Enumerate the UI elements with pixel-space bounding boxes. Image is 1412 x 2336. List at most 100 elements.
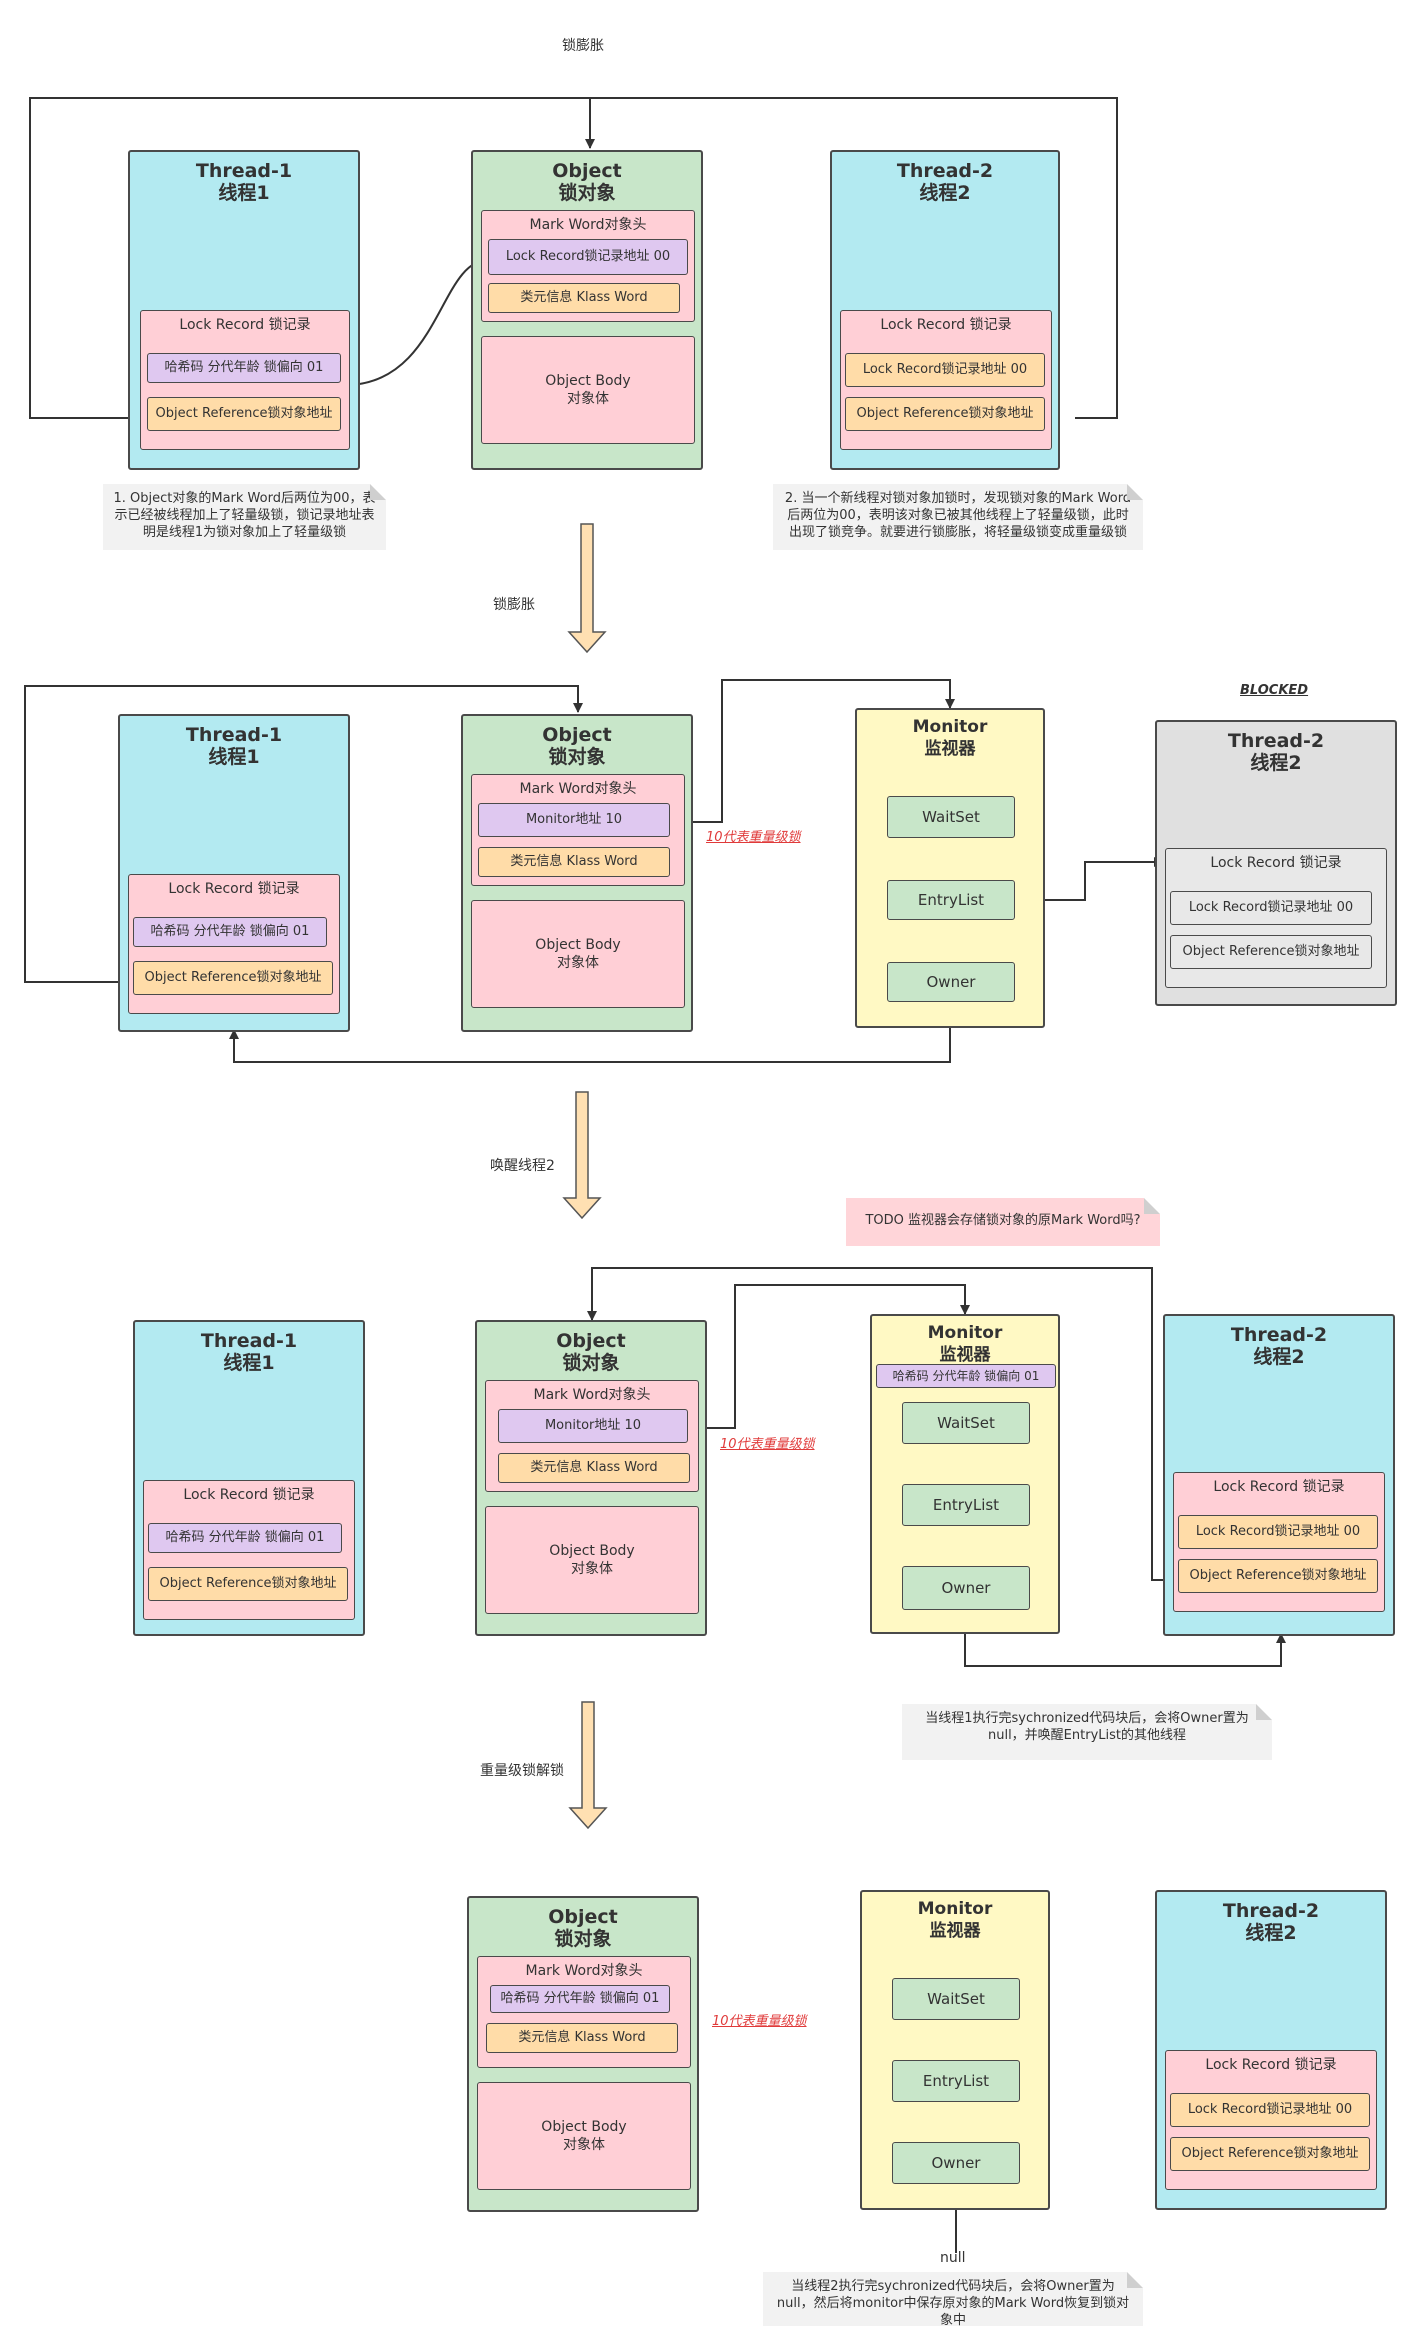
- s3-t2-lock-record-title: Lock Record 锁记录: [1213, 1479, 1345, 1495]
- s3-mark-word: Mark Word对象头 Monitor地址 10 类元信息 Klass Wor…: [485, 1380, 699, 1492]
- note-2: 2. 当一个新线程对锁对象加锁时，发现锁对象的Mark Word后两位为00，表…: [773, 484, 1143, 550]
- note-1: 1. Object对象的Mark Word后两位为00，表示已经被线程加上了轻量…: [103, 484, 386, 550]
- s2-t2-lock-record: Lock Record 锁记录 Lock Record锁记录地址 00 Obje…: [1165, 848, 1387, 988]
- s3-heavy-lock-note: 10代表重量级锁: [720, 1437, 815, 1452]
- s1-markword-to-lockrecord-curve: [349, 259, 489, 390]
- s4-t2-objref-field: Object Reference锁对象地址: [1170, 2137, 1370, 2171]
- s4-t2-lock-record: Lock Record 锁记录 Lock Record锁记录地址 00 Obje…: [1165, 2050, 1377, 2190]
- s2-entrylist: EntryList: [887, 880, 1015, 920]
- s3-monitor-markword: 哈希码 分代年龄 锁偏向 01: [876, 1364, 1056, 1388]
- s1-mark-word: Mark Word对象头 Lock Record锁记录地址 00 类元信息 Kl…: [481, 210, 695, 322]
- s1-lock-record: Lock Record 锁记录 哈希码 分代年龄 锁偏向 01 Object R…: [140, 310, 350, 450]
- s2-waitset: WaitSet: [887, 796, 1015, 838]
- s4-null-label: null: [940, 2250, 966, 2266]
- s2-t2-addr-field: Lock Record锁记录地址 00: [1170, 891, 1372, 925]
- s1-mark-word-title: Mark Word对象头: [529, 217, 647, 233]
- s2-monitor-addr-field: Monitor地址 10: [478, 803, 670, 837]
- s4-entrylist: EntryList: [892, 2060, 1020, 2102]
- s4-hash-field: 哈希码 分代年龄 锁偏向 01: [490, 1985, 670, 2013]
- s4-t2-addr-field: Lock Record锁记录地址 00: [1170, 2093, 1370, 2127]
- todo-note: TODO 监视器会存储锁对象的原Mark Word吗?: [846, 1198, 1160, 1246]
- s2-t2-lock-record-title: Lock Record 锁记录: [1210, 855, 1342, 871]
- s1-t2-lock-record-title: Lock Record 锁记录: [880, 317, 1012, 333]
- step3-label: 重量级锁解锁: [480, 1763, 564, 1779]
- s3-mark-word-title: Mark Word对象头: [533, 1387, 651, 1403]
- s3-waitset: WaitSet: [902, 1402, 1030, 1444]
- s2-mark-word-title: Mark Word对象头: [519, 781, 637, 797]
- s3-klass-field: 类元信息 Klass Word: [498, 1453, 690, 1483]
- s1-hash-field: 哈希码 分代年龄 锁偏向 01: [147, 353, 341, 383]
- s4-klass-field: 类元信息 Klass Word: [486, 2023, 678, 2053]
- s2-owner: Owner: [887, 962, 1015, 1002]
- s3-objref-field: Object Reference锁对象地址: [148, 1567, 348, 1601]
- s3-t2-objref-field: Object Reference锁对象地址: [1178, 1559, 1378, 1593]
- note-3: 当线程1执行完sychronized代码块后，会将Owner置为null，并唤醒…: [902, 1704, 1272, 1760]
- note-4: 当线程2执行完sychronized代码块后，会将Owner置为null，然后将…: [763, 2272, 1143, 2328]
- s3-lock-record-title: Lock Record 锁记录: [183, 1487, 315, 1503]
- s2-heavy-lock-note: 10代表重量级锁: [706, 830, 801, 845]
- s1-t2-objref-field: Object Reference锁对象地址: [845, 397, 1045, 431]
- s2-klass-field: 类元信息 Klass Word: [478, 847, 670, 877]
- s1-t2-addr-field: Lock Record锁记录地址 00: [845, 353, 1045, 387]
- s2-mark-word: Mark Word对象头 Monitor地址 10 类元信息 Klass Wor…: [471, 774, 685, 886]
- s3-entrylist: EntryList: [902, 1484, 1030, 1526]
- s1-lock-record-title: Lock Record 锁记录: [179, 317, 311, 333]
- step2-down-arrow: [562, 1091, 602, 1220]
- s4-t2-lock-record-title: Lock Record 锁记录: [1205, 2057, 1337, 2073]
- s2-lock-record-title: Lock Record 锁记录: [168, 881, 300, 897]
- step2-label: 唤醒线程2: [490, 1158, 555, 1174]
- s3-hash-field: 哈希码 分代年龄 锁偏向 01: [148, 1523, 342, 1553]
- step1-down-arrow: [567, 523, 607, 654]
- s2-hash-field: 哈希码 分代年龄 锁偏向 01: [133, 917, 327, 947]
- s4-mark-word-title: Mark Word对象头: [525, 1963, 643, 1979]
- s3-t2-addr-field: Lock Record锁记录地址 00: [1178, 1515, 1378, 1549]
- s1-objref-field: Object Reference锁对象地址: [147, 397, 341, 431]
- s2-t2-objref-field: Object Reference锁对象地址: [1170, 935, 1372, 969]
- s4-waitset: WaitSet: [892, 1978, 1020, 2020]
- step1-label: 锁膨胀: [493, 597, 535, 613]
- s1-klass-field: 类元信息 Klass Word: [488, 283, 680, 313]
- s2-blocked-label: BLOCKED: [1240, 683, 1309, 698]
- step3-down-arrow: [568, 1701, 608, 1830]
- top-title: 锁膨胀: [562, 38, 604, 54]
- s4-heavy-lock-note: 10代表重量级锁: [712, 2014, 807, 2029]
- s4-owner: Owner: [892, 2142, 1020, 2184]
- s2-objref-field: Object Reference锁对象地址: [133, 961, 333, 995]
- s2-lock-record-t2: Lock Record 锁记录 Lock Record锁记录地址 00 Obje…: [840, 310, 1052, 450]
- s1-lockrecord-addr-field: Lock Record锁记录地址 00: [488, 239, 688, 275]
- s3-lock-record: Lock Record 锁记录 哈希码 分代年龄 锁偏向 01 Object R…: [143, 1480, 355, 1620]
- s4-mark-word: Mark Word对象头 哈希码 分代年龄 锁偏向 01 类元信息 Klass …: [477, 1956, 691, 2068]
- s3-monitor-addr-field: Monitor地址 10: [498, 1409, 688, 1443]
